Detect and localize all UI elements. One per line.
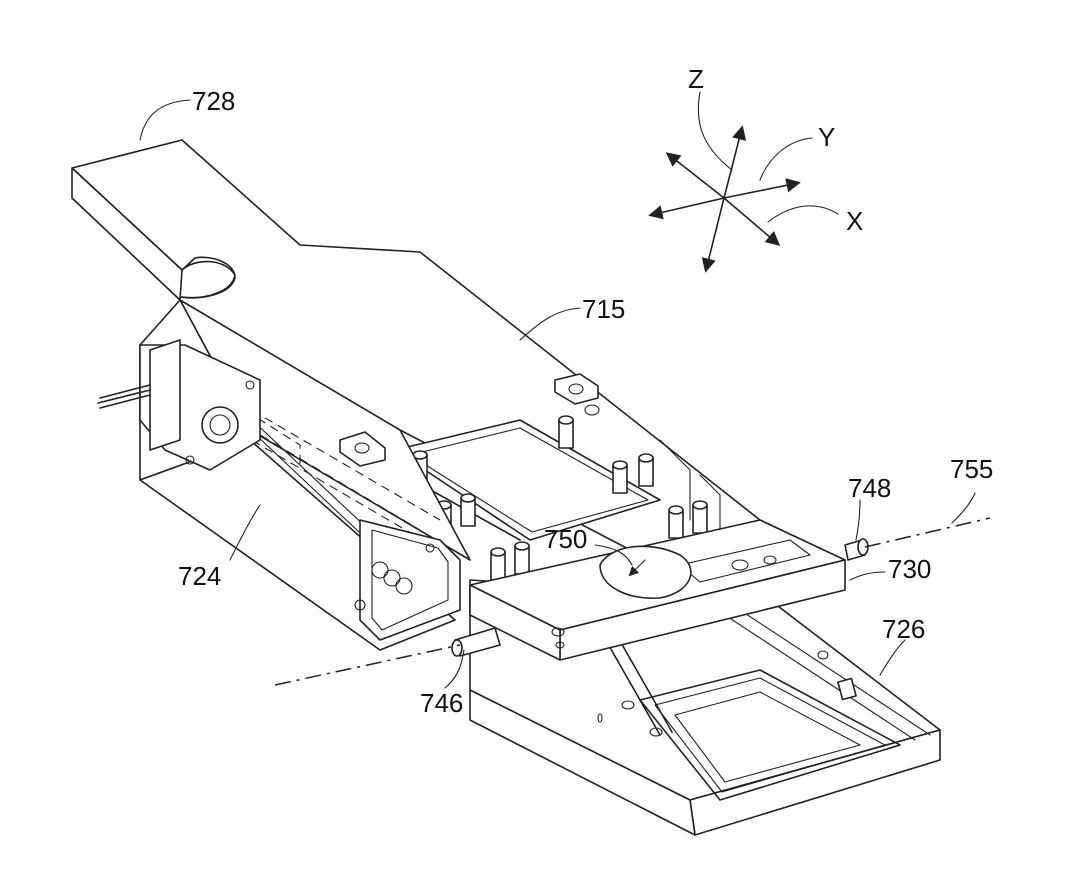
leaders	[139, 99, 976, 689]
carriage-730	[451, 519, 869, 661]
axis-line-right	[864, 517, 991, 548]
reference-numerals: 728 715 724 746 748 755 750 730 726	[178, 86, 993, 718]
label-730: 730	[888, 554, 931, 584]
y-axis-left-arrow	[648, 197, 725, 220]
y-axis-right-arrow	[723, 178, 801, 199]
actuator-724	[97, 299, 471, 651]
label-755: 755	[950, 454, 993, 484]
pin	[514, 541, 530, 575]
x-axis-back-arrow	[665, 152, 725, 199]
label-726: 726	[882, 614, 925, 644]
label-748: 748	[848, 473, 891, 503]
main-plate-715	[71, 139, 761, 581]
z-axis-up-arrow	[723, 125, 747, 199]
pin	[692, 500, 708, 534]
plate-pocket	[394, 419, 721, 541]
pin	[558, 415, 574, 449]
axis-line-left	[274, 644, 461, 686]
label-746: 746	[420, 688, 463, 718]
label-715: 715	[582, 294, 625, 324]
pin	[638, 453, 654, 487]
label-728: 728	[192, 86, 235, 116]
pin	[612, 460, 628, 494]
z-leader	[697, 91, 733, 171]
pin	[460, 493, 476, 527]
pin	[668, 505, 684, 539]
pin	[490, 547, 506, 581]
label-724: 724	[178, 561, 221, 591]
axis-indicator: Z Y X	[648, 64, 863, 273]
label-750: 750	[544, 524, 587, 554]
x-leader	[767, 205, 839, 223]
x-axis-label: X	[846, 206, 863, 236]
z-axis-label: Z	[688, 64, 704, 94]
x-axis-front-arrow	[723, 197, 781, 246]
z-axis-down-arrow	[701, 197, 725, 273]
y-leader	[759, 137, 813, 181]
y-axis-label: Y	[818, 122, 835, 152]
